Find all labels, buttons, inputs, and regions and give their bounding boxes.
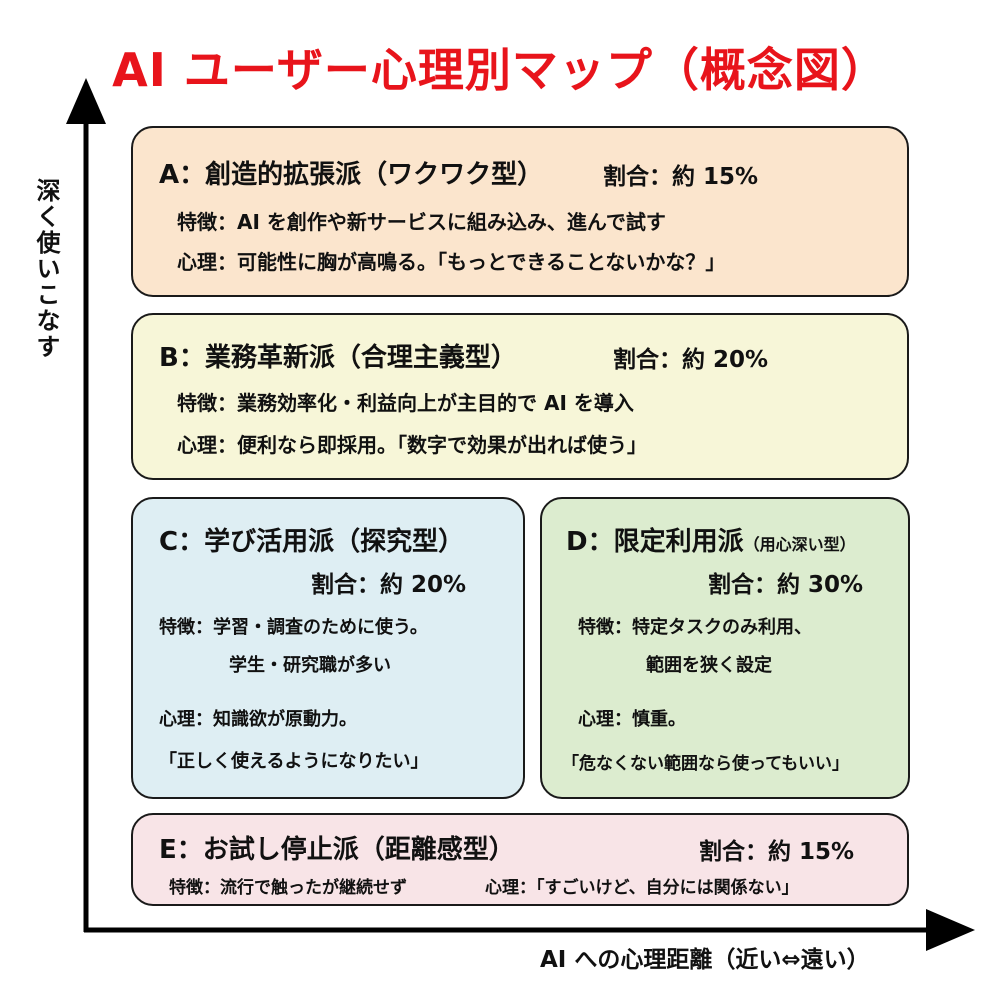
group-a-feature: 特徴：AI を創作や新サービスに組み込み、進んで試す: [177, 210, 666, 234]
group-c-feature-line1: 特徴：学習・調査のために使う。: [159, 617, 428, 638]
group-c-feature-line2: 学生・研究職が多い: [229, 655, 391, 676]
group-b-feature: 特徴：業務効率化・利益向上が主目的で AI を導入: [177, 391, 634, 415]
map-title: AI ユーザー心理別マップ（概念図）: [112, 43, 888, 97]
group-d-psychology: 心理：慎重。: [578, 709, 686, 730]
group-d-heading: D：限定利用派: [566, 527, 744, 557]
group-c-heading: C：学び活用派（探究型）: [159, 527, 465, 557]
group-e-ratio: 割合：約 15%: [699, 839, 855, 865]
group-c-quote: 「正しく使えるようになりたい」: [159, 751, 429, 772]
group-d-ratio: 割合：約 30%: [708, 572, 864, 598]
group-e-psychology: 心理：「すごいけど、自分には関係ない」: [485, 878, 799, 898]
group-b-box: B：業務革新派（合理主義型） 割合：約 20% 特徴：業務効率化・利益向上が主目…: [131, 313, 909, 480]
group-b-ratio: 割合：約 20%: [613, 347, 769, 373]
group-b-psychology: 心理：便利なら即採用。「数字で効果が出れば使う」: [177, 433, 647, 457]
x-axis-label: AI への心理距離（近い⇔遠い）: [540, 947, 870, 973]
group-a-ratio: 割合：約 15%: [603, 164, 759, 190]
group-d-heading-sub: （用心深い型）: [743, 535, 856, 554]
y-axis-label: 深く使いこなす: [32, 178, 60, 360]
group-e-heading: E：お試し停止派（距離感型）: [159, 835, 515, 865]
x-axis-arrowhead: [926, 909, 975, 951]
group-e-box: E：お試し停止派（距離感型） 割合：約 15% 特徴：流行で触ったが継続せず 心…: [131, 813, 909, 906]
group-a-heading: A：創造的拡張派（ワクワク型）: [159, 160, 544, 190]
group-c-box: C：学び活用派（探究型） 割合：約 20% 特徴：学習・調査のために使う。 学生…: [131, 497, 525, 799]
group-d-feature-line2: 範囲を狭く設定: [646, 655, 772, 676]
group-d-heading-row: D：限定利用派（用心深い型）: [566, 521, 856, 558]
group-d-feature-line1: 特徴：特定タスクのみ利用、: [578, 617, 812, 638]
group-b-heading: B：業務革新派（合理主義型）: [159, 343, 517, 373]
group-c-ratio: 割合：約 20%: [311, 572, 467, 598]
group-d-quote: 「危なくない範囲なら使ってもいい」: [562, 754, 849, 774]
group-c-psychology: 心理：知識欲が原動力。: [159, 709, 357, 730]
group-d-box: D：限定利用派（用心深い型） 割合：約 30% 特徴：特定タスクのみ利用、 範囲…: [540, 497, 910, 799]
group-a-psychology: 心理：可能性に胸が高鳴る。「もっとできることないかな？」: [177, 250, 726, 274]
group-a-box: A：創造的拡張派（ワクワク型） 割合：約 15% 特徴：AI を創作や新サービス…: [131, 126, 909, 297]
group-e-feature: 特徴：流行で触ったが継続せず: [169, 878, 407, 898]
y-axis-arrowhead: [66, 78, 106, 124]
